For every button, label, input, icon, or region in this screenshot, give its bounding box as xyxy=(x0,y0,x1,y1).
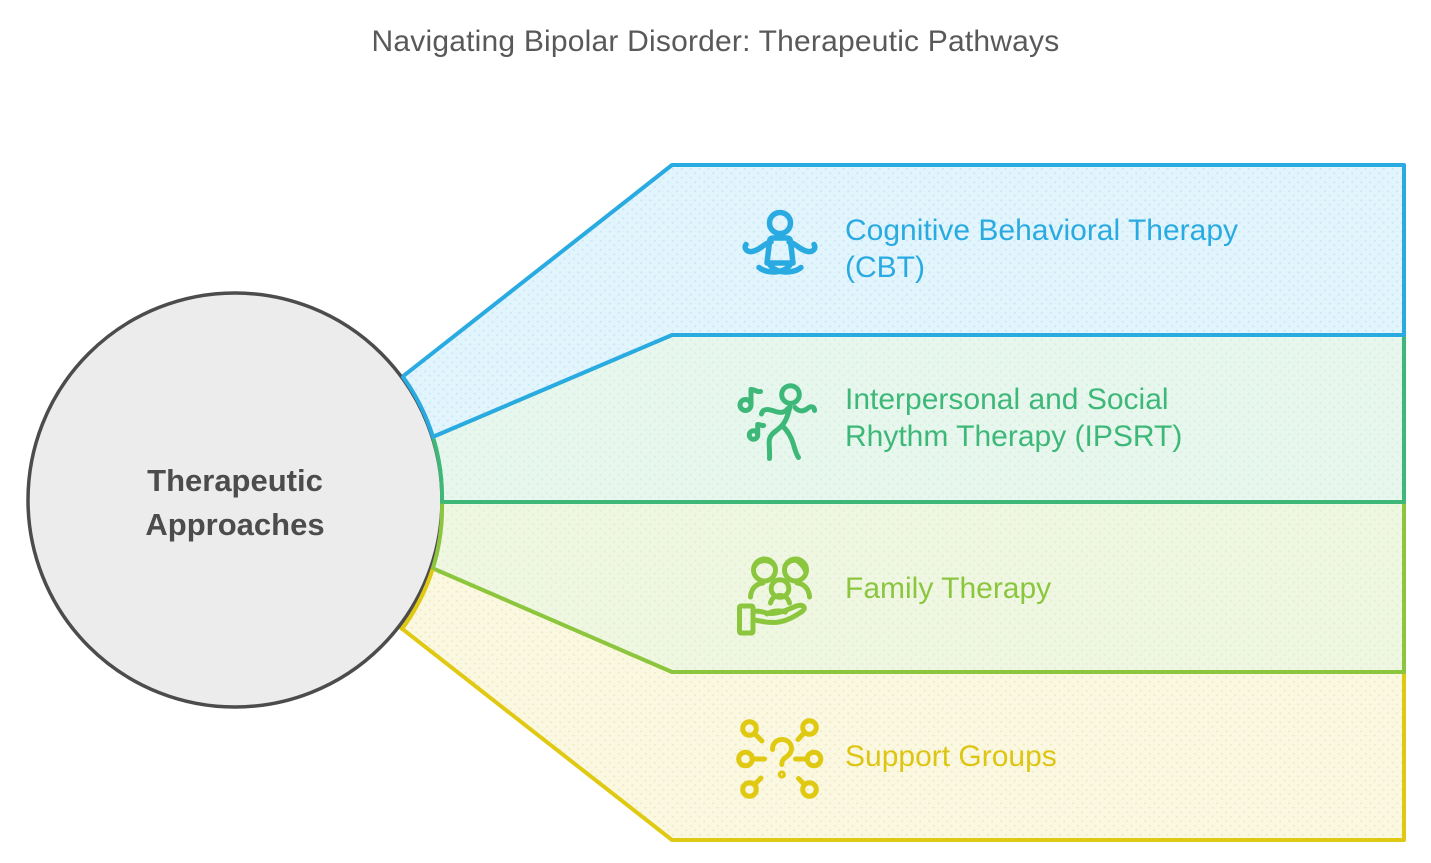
branch-label-line: Family Therapy xyxy=(845,572,1052,605)
hub-label-line: Approaches xyxy=(145,507,325,542)
branch-label-line: (CBT) xyxy=(845,251,925,284)
branch-label-line: Interpersonal and Social xyxy=(845,383,1169,416)
network-question-icon xyxy=(736,718,824,799)
page-title: Navigating Bipolar Disorder: Therapeutic… xyxy=(371,25,1060,58)
hub-label: Therapeutic Approaches xyxy=(63,459,407,547)
branch-label-line: Rhythm Therapy (IPSRT) xyxy=(845,420,1183,453)
dancing-person-music-icon xyxy=(737,383,817,461)
branch-label-ipsrt: Interpersonal and Social Rhythm Therapy … xyxy=(845,381,1182,455)
branch-label-line: Cognitive Behavioral Therapy xyxy=(845,214,1239,247)
branch-label-line: Support Groups xyxy=(845,740,1057,773)
hub-arc-support-groups xyxy=(400,566,435,631)
branch-label-support-groups: Support Groups xyxy=(845,738,1057,775)
branch-label-family-therapy: Family Therapy xyxy=(845,570,1051,607)
branch-label-cbt: Cognitive Behavioral Therapy (CBT) xyxy=(845,212,1238,286)
family-in-hand-icon xyxy=(737,556,812,636)
meditation-person-icon xyxy=(742,209,818,275)
hub-arc-cbt xyxy=(401,375,435,439)
hub-arc-ipsrt xyxy=(431,435,445,504)
hub-arc-family-therapy xyxy=(431,500,445,570)
hub-label-line: Therapeutic xyxy=(147,463,323,498)
